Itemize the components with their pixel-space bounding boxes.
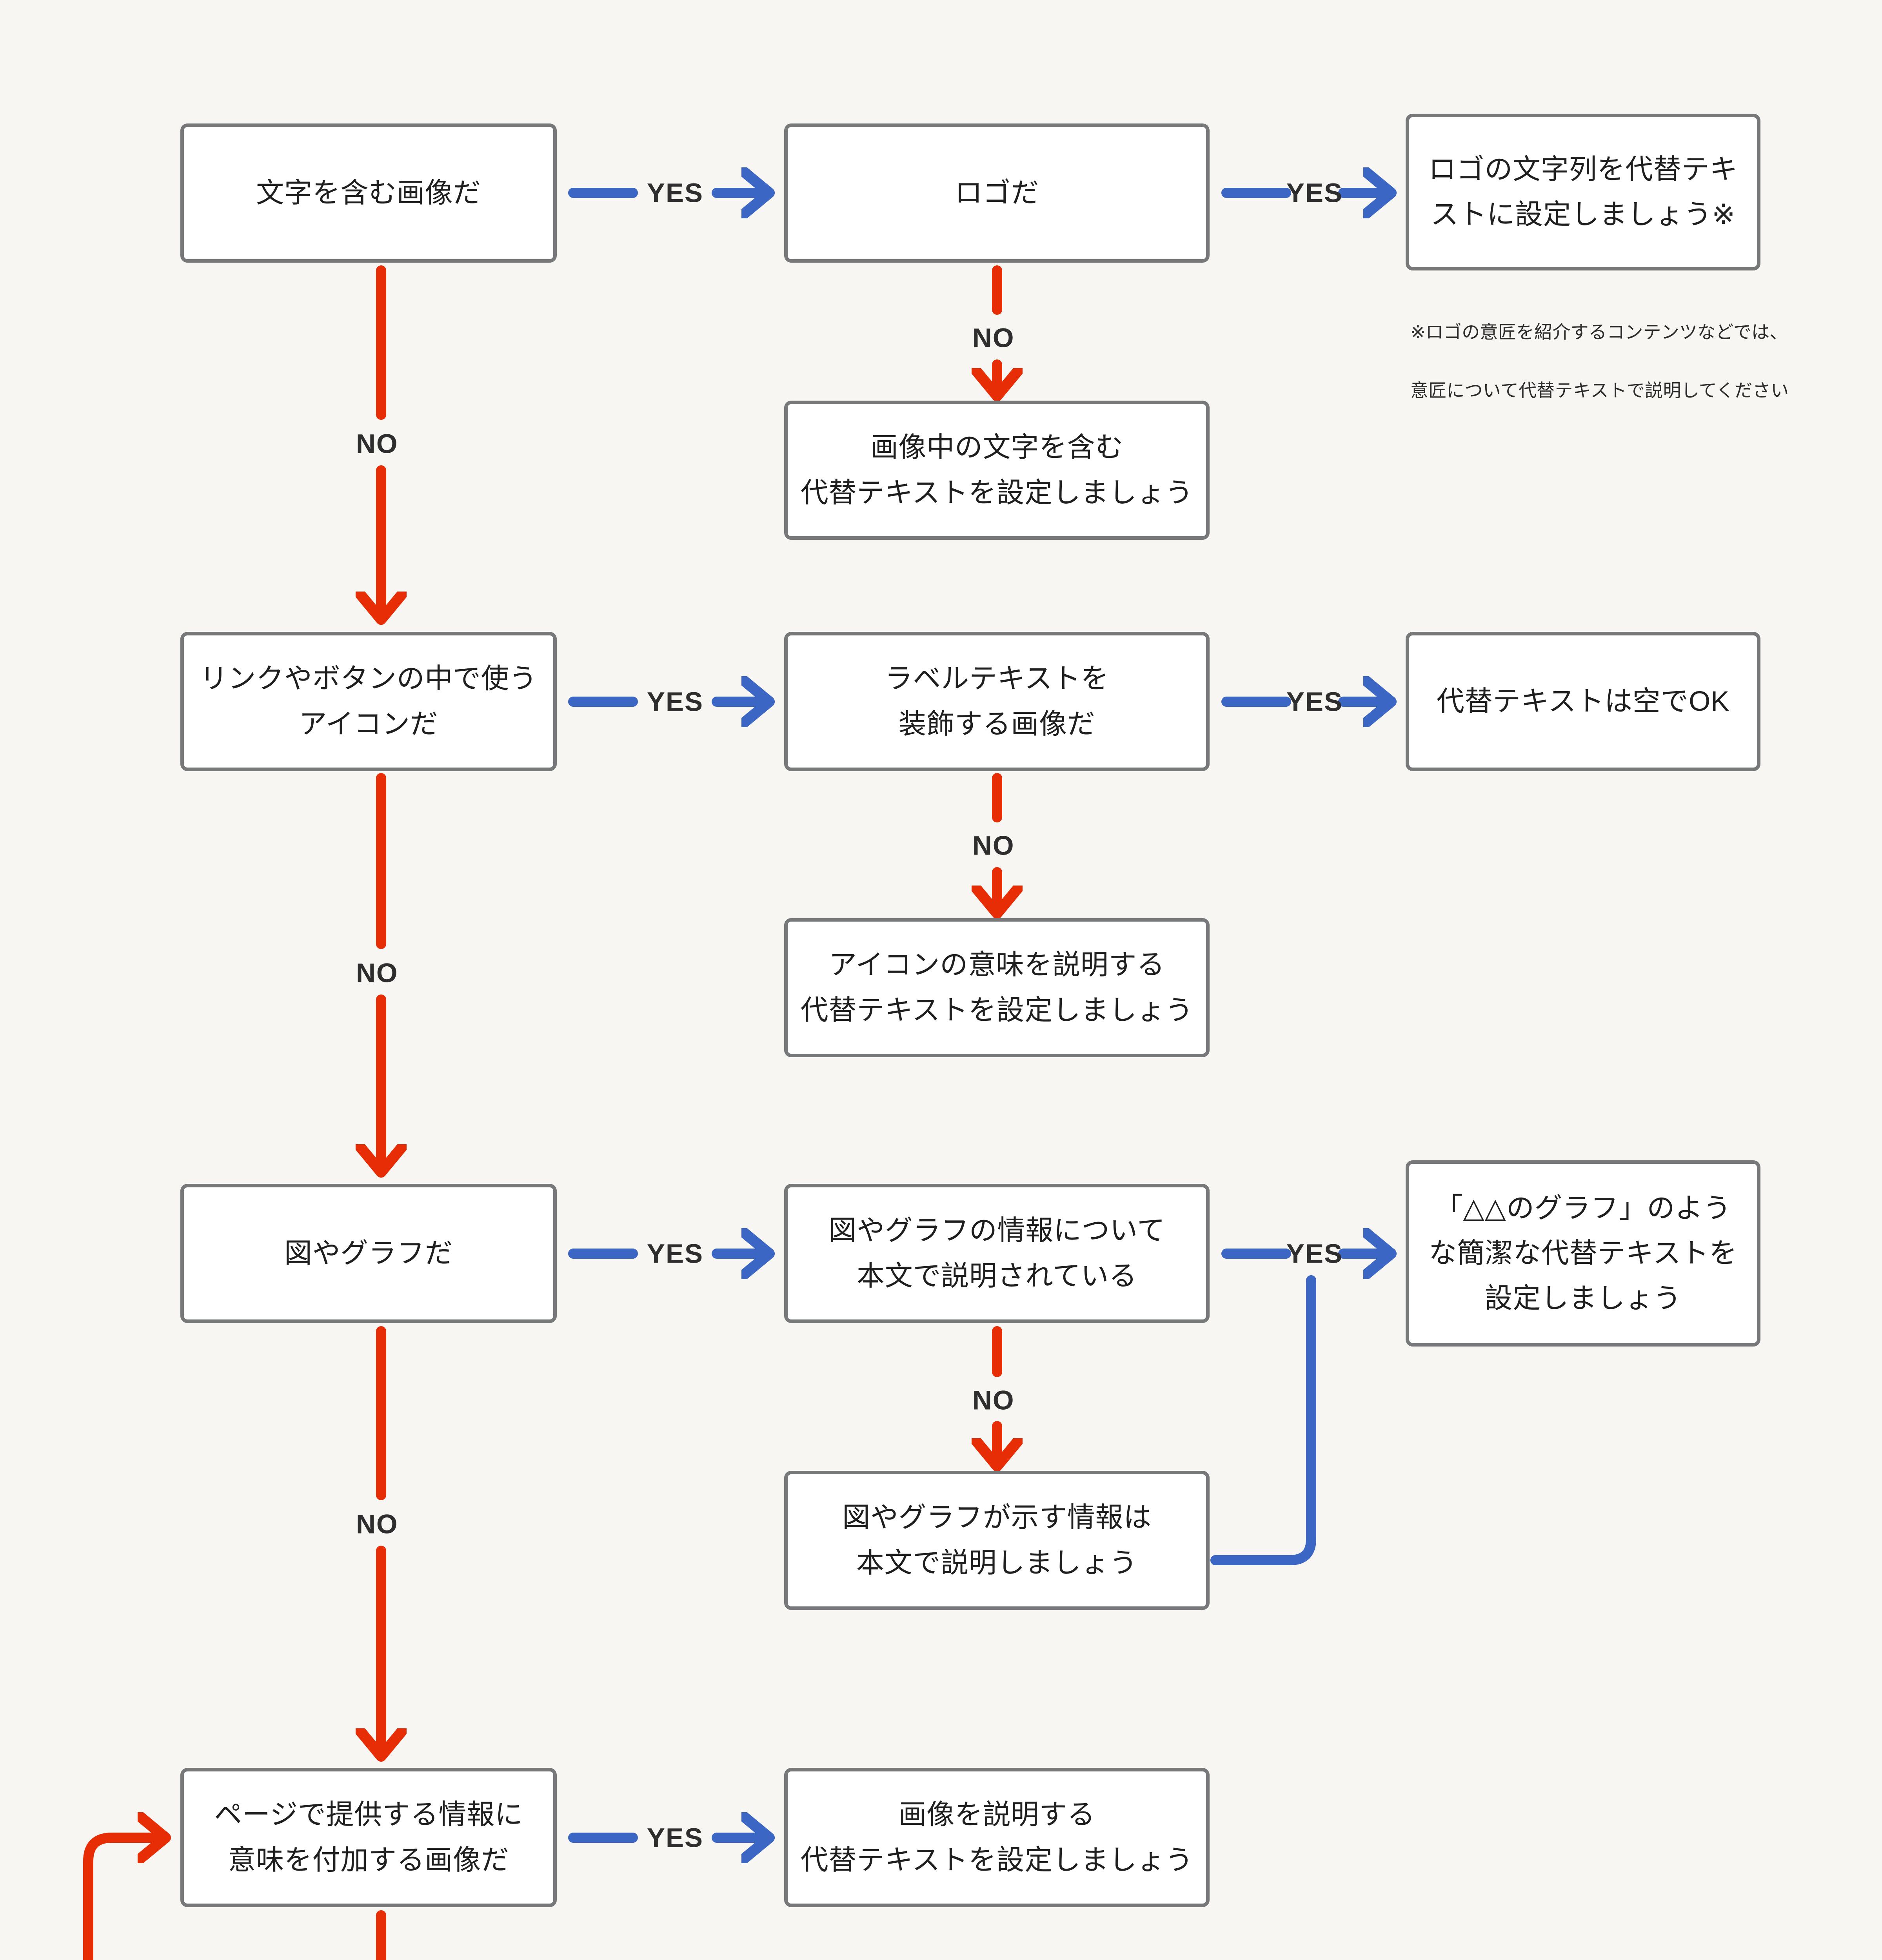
node-q4-text: ページで提供する情報に 意味を付加する画像だ — [214, 1799, 523, 1876]
node-q1-yes-text: ロゴだ — [954, 177, 1039, 209]
node-q3-yes[interactable]: 図やグラフの情報について 本文で説明されている — [784, 1184, 1210, 1323]
node-q2-yes[interactable]: ラベルテキストを 装飾する画像だ — [784, 632, 1210, 771]
node-q3-text: 図やグラフだ — [284, 1238, 453, 1269]
edge-label-yes-r2c1: YES — [647, 686, 704, 717]
node-q3-yes-no-text: 図やグラフが示す情報は 本文で説明しましょう — [842, 1502, 1152, 1579]
footnote-line-2: 意匠について代替テキストで説明してください — [1410, 380, 1789, 401]
footnote-line-1: ※ロゴの意匠を紹介するコンテンツなどでは、 — [1410, 321, 1788, 342]
node-q3-yes-yes-text: 「△△のグラフ」のよう な簡潔な代替テキストを 設定しましょう — [1429, 1192, 1737, 1314]
edge-label-yes-r4c1: YES — [647, 1822, 704, 1853]
edge-label-no-q3y: NO — [972, 1385, 1015, 1416]
node-q2-yes-no-text: アイコンの意味を説明する 代替テキストを設定しましょう — [800, 949, 1194, 1026]
node-q1-yes-no-text: 画像中の文字を含む 代替テキストを設定しましょう — [800, 432, 1194, 508]
edge-label-yes-r3c1: YES — [647, 1238, 704, 1269]
edge-label-no-q2y: NO — [972, 830, 1015, 861]
node-q4[interactable]: ページで提供する情報に 意味を付加する画像だ — [180, 1768, 557, 1907]
node-q3-yes-text: 図やグラフの情報について 本文で説明されている — [828, 1215, 1165, 1292]
node-q2-yes-text: ラベルテキストを 装飾する画像だ — [885, 663, 1109, 740]
node-q2-yes-no[interactable]: アイコンの意味を説明する 代替テキストを設定しましょう — [784, 918, 1210, 1057]
edge-label-no-q1: NO — [356, 428, 398, 459]
node-q1-yes[interactable]: ロゴだ — [784, 123, 1210, 263]
logo-footnote: ※ロゴの意匠を紹介するコンテンツなどでは、 意匠について代替テキストで説明してく… — [1410, 288, 1795, 434]
node-q2-yes-yes[interactable]: 代替テキストは空でOK — [1406, 632, 1760, 771]
node-q1-text: 文字を含む画像だ — [256, 177, 481, 209]
node-q3[interactable]: 図やグラフだ — [180, 1184, 557, 1323]
edge-label-no-q3: NO — [356, 1509, 398, 1539]
node-q2-text: リンクやボタンの中で使う アイコンだ — [200, 663, 538, 740]
node-q4-yes-text: 画像を説明する 代替テキストを設定しましょう — [800, 1799, 1194, 1876]
node-q1-yes-yes-text: ロゴの文字列を代替テキ ストに設定しましょう※ — [1428, 154, 1738, 230]
edge-label-no-q2: NO — [356, 958, 398, 988]
edge-q3yn-rejoin — [1210, 1275, 1316, 1565]
node-q2[interactable]: リンクやボタンの中で使う アイコンだ — [180, 632, 557, 771]
edge-label-yes-r1c1: YES — [647, 178, 704, 208]
node-q1-yes-yes[interactable]: ロゴの文字列を代替テキ ストに設定しましょう※ — [1406, 114, 1760, 270]
node-q4-yes[interactable]: 画像を説明する 代替テキストを設定しましょう — [784, 1768, 1210, 1907]
node-q2-yes-yes-text: 代替テキストは空でOK — [1436, 686, 1730, 717]
node-q1-yes-no[interactable]: 画像中の文字を含む 代替テキストを設定しましょう — [784, 401, 1210, 540]
node-q1[interactable]: 文字を含む画像だ — [180, 123, 557, 263]
node-q3-yes-no[interactable]: 図やグラフが示す情報は 本文で説明しましょう — [784, 1471, 1210, 1610]
edge-label-yes-r3c2: YES — [1286, 1238, 1343, 1269]
edge-label-no-q1y: NO — [972, 323, 1015, 353]
node-q3-yes-yes[interactable]: 「△△のグラフ」のよう な簡潔な代替テキストを 設定しましょう — [1406, 1160, 1760, 1347]
edge-label-yes-r2c2: YES — [1286, 686, 1343, 717]
edge-label-yes-r1c2: YES — [1286, 178, 1343, 208]
